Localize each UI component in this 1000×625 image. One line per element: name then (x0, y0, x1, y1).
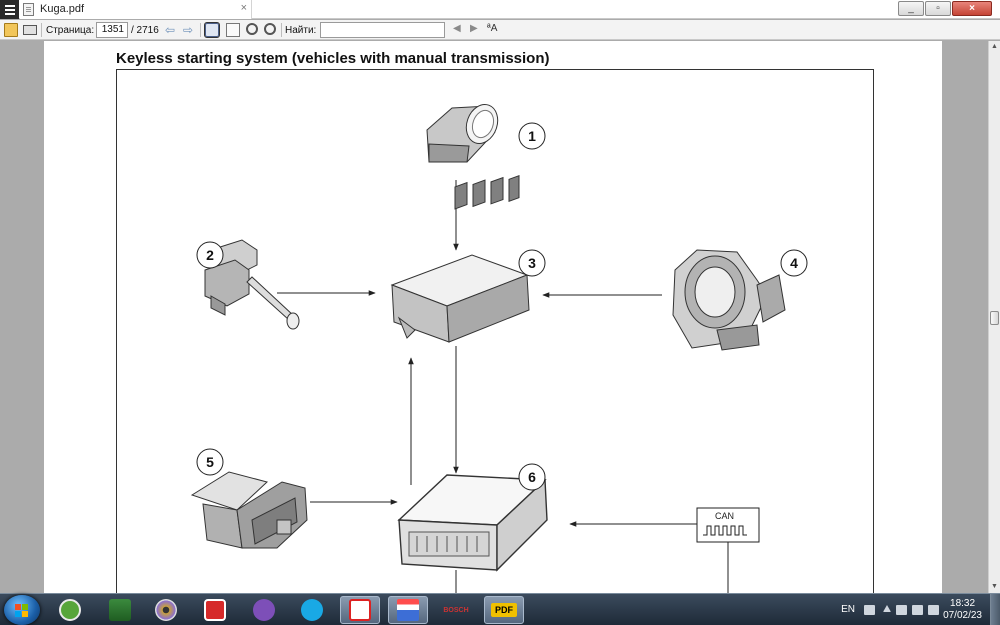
page-title: Keyless starting system (vehicles with m… (116, 50, 550, 67)
scroll-down-icon[interactable]: ▼ (991, 583, 998, 590)
start-button[interactable] (4, 595, 40, 625)
callout-2: 2 (196, 241, 224, 269)
network-icon[interactable] (912, 605, 923, 615)
find-previous-icon[interactable]: ◀ (453, 23, 461, 34)
keyless-module-component (390, 175, 530, 343)
toolbar-separator (41, 23, 42, 37)
show-hidden-icons[interactable] (883, 605, 891, 612)
next-page-icon[interactable]: ⇨ (182, 23, 194, 37)
fit-page-icon[interactable] (226, 23, 240, 37)
skype-task-icon[interactable] (292, 596, 332, 624)
callout-3-label: 3 (528, 255, 536, 271)
toolbar-separator (200, 23, 201, 37)
keyboard-icon[interactable] (864, 605, 875, 615)
find-input[interactable] (320, 22, 445, 38)
callout-6: 6 (518, 463, 546, 491)
minimize-button[interactable]: _ (898, 1, 924, 16)
close-window-button[interactable]: × (952, 1, 992, 16)
clutch-switch-component (204, 239, 300, 330)
can-label: CAN (715, 511, 734, 521)
document-icon (23, 3, 34, 16)
tab-kuga-pdf[interactable]: Kuga.pdf × (20, 0, 252, 19)
zoom-in-icon[interactable] (264, 23, 276, 35)
clock-time: 18:32 (950, 598, 976, 609)
disc-burner-task-icon[interactable] (146, 596, 186, 624)
toolbar: Страница: 1351 / 2716 ⇦ ⇨ Найти: ◀ ▶ ªA (0, 20, 1000, 40)
connection-lines (277, 180, 729, 593)
usb-flash-task-icon[interactable] (388, 596, 428, 624)
scrollbar-thumb[interactable] (990, 311, 999, 325)
clock[interactable]: 18:32 07/02/23 (943, 598, 982, 622)
open-file-icon[interactable] (4, 23, 18, 37)
steering-lock-component (190, 471, 308, 549)
find-label: Найти: (285, 24, 317, 36)
tab-title: Kuga.pdf (40, 3, 85, 15)
vertical-scrollbar[interactable]: ▲ ▼ (988, 41, 1000, 593)
callout-3: 3 (518, 249, 546, 277)
volume-icon[interactable] (928, 605, 939, 615)
can-bus-symbol: CAN (696, 507, 760, 543)
system-tray: EN 18:32 07/02/23 (830, 594, 1000, 625)
find-next-icon[interactable]: ▶ (470, 23, 478, 34)
utorrent-task-icon[interactable] (50, 596, 90, 624)
keyless-starting-diagram: CAN 1 2 3 (190, 104, 808, 593)
bosch-task-icon[interactable]: BOSCH (443, 606, 469, 614)
pdf-reader-task-icon[interactable]: PDF (484, 596, 524, 624)
callout-1: 1 (518, 122, 546, 150)
antenna-ring-component (672, 249, 786, 351)
page-total: / 2716 (131, 24, 159, 36)
window-controls: _ ▫ × (897, 1, 992, 16)
taskbar: BOSCH PDF EN 18:32 07/02/23 (0, 593, 1000, 625)
callout-4: 4 (780, 249, 808, 277)
pdf-label: PDF (491, 603, 517, 617)
tab-bar: Kuga.pdf × _ ▫ × (0, 0, 1000, 19)
save-icon[interactable] (204, 22, 220, 38)
red-app-task-icon[interactable] (195, 596, 235, 624)
toolbar-separator (281, 23, 282, 37)
print-icon[interactable] (23, 25, 37, 35)
callout-5: 5 (196, 448, 224, 476)
callout-4-label: 4 (790, 255, 798, 271)
menu-icon[interactable] (0, 0, 19, 19)
language-indicator[interactable]: EN (841, 604, 855, 615)
show-desktop-button[interactable] (990, 594, 1000, 625)
navigator-task-icon[interactable] (100, 596, 140, 624)
previous-page-icon[interactable]: ⇦ (164, 23, 176, 37)
page-number-input[interactable]: 1351 (96, 22, 128, 38)
start-button-component (426, 104, 499, 163)
page-label: Страница: (46, 24, 95, 36)
diagram-frame: CAN 1 2 3 (116, 69, 874, 593)
yandex-browser-task-icon[interactable] (340, 596, 380, 624)
tab-close-icon[interactable]: × (240, 2, 247, 14)
callout-2-label: 2 (206, 247, 214, 263)
callout-6-label: 6 (528, 469, 536, 485)
document-viewport[interactable]: Keyless starting system (vehicles with m… (0, 41, 988, 593)
pdf-page: Keyless starting system (vehicles with m… (44, 41, 942, 593)
action-center-icon[interactable] (896, 605, 907, 615)
scroll-up-icon[interactable]: ▲ (991, 43, 998, 50)
callout-5-label: 5 (206, 454, 214, 470)
control-module-component (397, 474, 548, 572)
viber-task-icon[interactable] (244, 596, 284, 624)
zoom-out-icon[interactable] (246, 23, 258, 35)
clock-date: 07/02/23 (943, 610, 982, 621)
match-case-icon[interactable]: ªA (487, 23, 498, 34)
maximize-button[interactable]: ▫ (925, 1, 951, 16)
callout-1-label: 1 (528, 128, 536, 144)
